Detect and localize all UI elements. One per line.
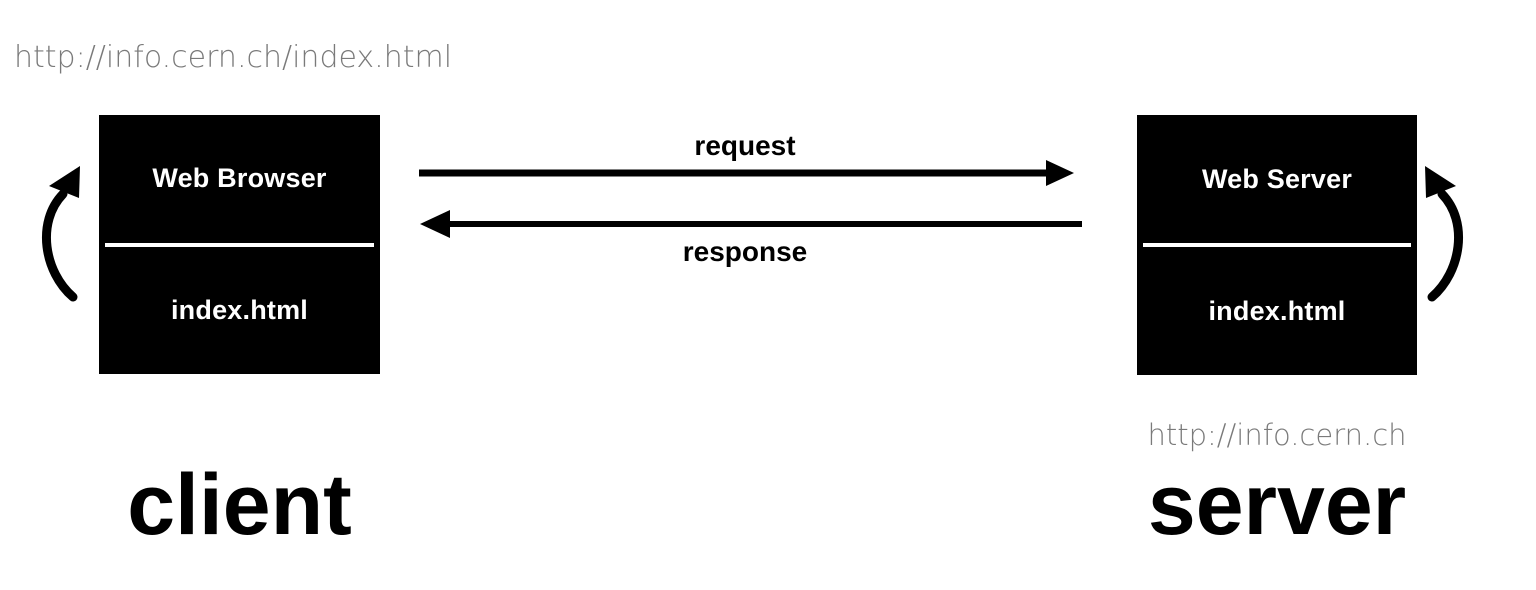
client-node-box: Web Browser index.html (99, 115, 380, 374)
server-box-divider (1143, 243, 1411, 247)
client-box-title: Web Browser (152, 163, 327, 194)
client-title: client (127, 457, 352, 553)
server-loop-arrow-icon (1425, 166, 1464, 302)
response-arrow-label: response (682, 236, 808, 267)
server-box-file: index.html (1208, 295, 1346, 326)
server-box-title: Web Server (1201, 163, 1353, 194)
server-url-caption: http://info.cern.ch (1147, 418, 1407, 452)
client-box-divider (105, 242, 374, 247)
client-url-caption: http://info.cern.ch/index.html (14, 40, 453, 75)
request-arrow-icon (419, 160, 1074, 186)
client-box-file: index.html (170, 294, 308, 325)
response-arrow-icon (420, 210, 1082, 238)
server-node-box: Web Server index.html (1137, 115, 1417, 375)
client-loop-arrow-icon (41, 166, 80, 302)
server-title: server (1147, 457, 1407, 553)
request-arrow-label: request (694, 130, 796, 161)
